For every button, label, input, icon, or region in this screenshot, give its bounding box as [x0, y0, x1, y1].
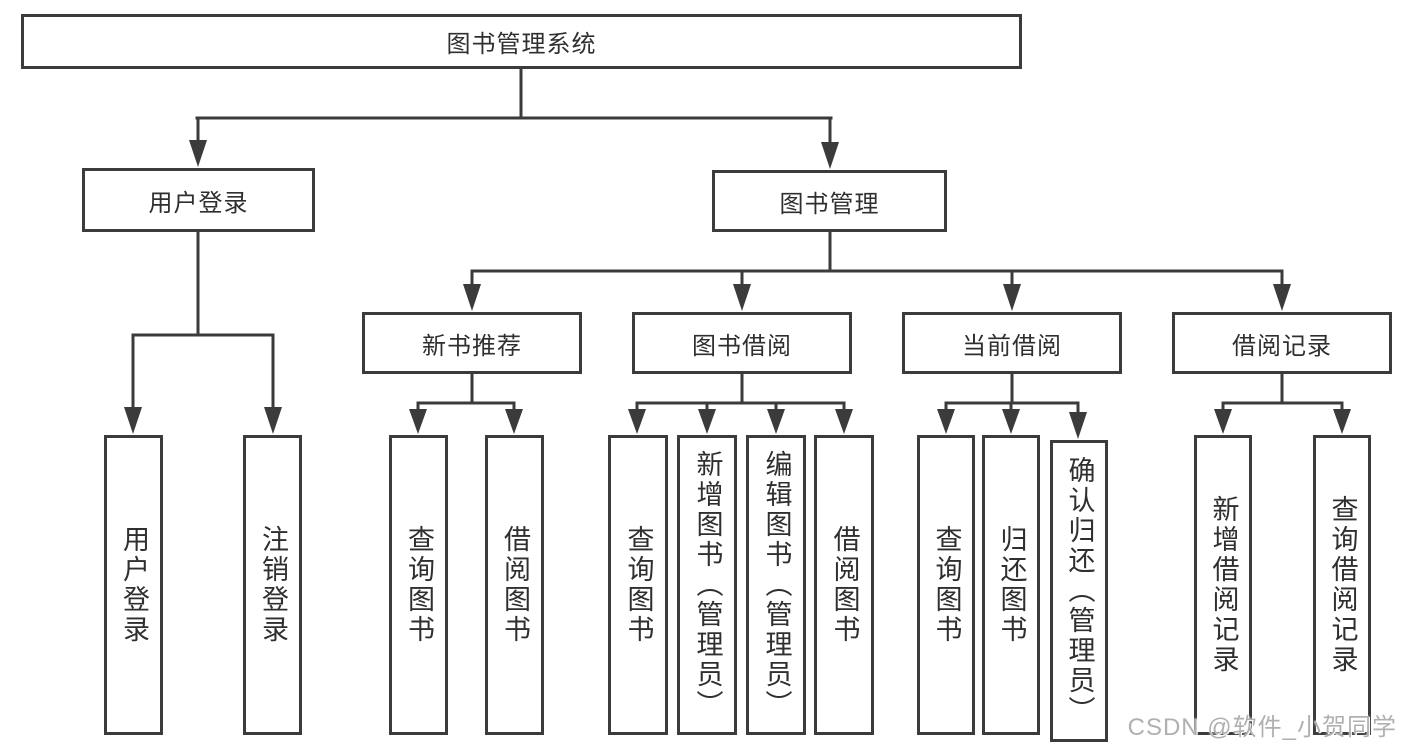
leaf-borrow-books-recommend: 借阅图书	[485, 435, 544, 735]
leaf-query-books-recommend: 查询图书	[389, 435, 448, 735]
node-borrow-records: 借阅记录	[1172, 312, 1392, 374]
node-new-book-recommend: 新书推荐	[362, 312, 582, 374]
node-current-borrow: 当前借阅	[902, 312, 1122, 374]
node-root-system: 图书管理系统	[21, 14, 1022, 69]
leaf-query-borrow-record: 查询借阅记录	[1313, 435, 1371, 735]
leaf-query-books-current: 查询图书	[917, 435, 975, 735]
leaf-user-login: 用户登录	[104, 435, 163, 735]
connector-line	[131, 67, 1344, 416]
leaf-return-books: 归还图书	[982, 435, 1040, 735]
node-book-borrow: 图书借阅	[632, 312, 852, 374]
leaf-query-books-borrow: 查询图书	[608, 435, 668, 735]
leaf-logout: 注销登录	[243, 435, 302, 735]
csdn-watermark: CSDN @软件_小贺同学	[1127, 714, 1397, 741]
arrow-heads-icon	[124, 140, 1351, 439]
node-user-login: 用户登录	[82, 168, 315, 232]
leaf-add-borrow-record: 新增借阅记录	[1194, 435, 1252, 735]
leaf-confirm-return-admin: 确认归还（管理员）	[1050, 440, 1108, 742]
leaf-edit-books-admin: 编辑图书（管理员）	[746, 435, 806, 735]
leaf-borrow-books: 借阅图书	[814, 435, 874, 735]
leaf-add-books-admin: 新增图书（管理员）	[677, 435, 737, 735]
node-book-management: 图书管理	[712, 170, 947, 232]
